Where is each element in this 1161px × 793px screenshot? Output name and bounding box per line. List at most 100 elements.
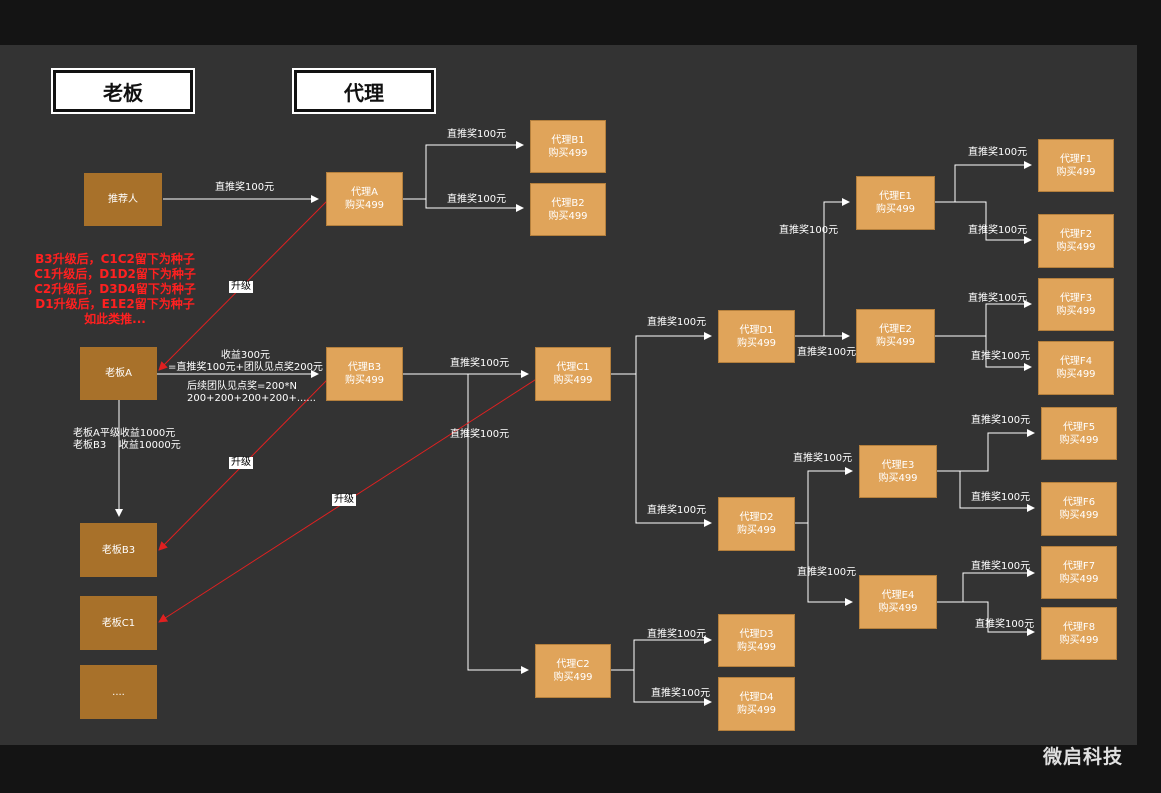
upgrade-note-4: D1升级后，E1E2留下为种子 [35, 297, 195, 311]
edge-label-B3-C1: 直推奖100元 [450, 358, 510, 369]
node-agent-C1: 代理C1 购买499 [535, 347, 611, 401]
node-agent-A-name: 代理A [351, 187, 378, 198]
header-boss: 老板 [51, 68, 195, 114]
node-boss-B3-label: 老板B3 [101, 544, 136, 556]
node-agent-D2-price: 购买499 [736, 525, 777, 536]
edge-label-agentA-B2: 直推奖100元 [447, 194, 507, 205]
node-agent-D1: 代理D1 购买499 [718, 310, 795, 363]
node-agent-F8-price: 购买499 [1059, 634, 1099, 646]
node-agent-E3-name: 代理E3 [881, 459, 915, 471]
edge-label-C1-D2: 直推奖100元 [647, 505, 707, 516]
node-agent-F2-price: 购买499 [1056, 242, 1096, 253]
node-agent-F2-name: 代理F2 [1059, 229, 1093, 240]
node-boss-C1-label: 老板C1 [101, 617, 136, 629]
node-agent-F1-price: 购买499 [1056, 166, 1096, 178]
node-agent-F8: 代理F8 购买499 [1041, 607, 1117, 660]
node-agent-D4-price: 购买499 [736, 705, 777, 716]
node-agent-F3-price: 购买499 [1056, 305, 1096, 317]
edge-label-B3-C2: 直推奖100元 [450, 429, 510, 440]
node-agent-D3-name: 代理D3 [739, 628, 774, 640]
node-agent-F7: 代理F7 购买499 [1041, 546, 1117, 599]
node-agent-F4-name: 代理F4 [1059, 356, 1093, 367]
node-agent-F6: 代理F6 购买499 [1041, 482, 1117, 536]
node-agent-F6-price: 购买499 [1059, 510, 1099, 521]
node-boss-C1: 老板C1 [80, 596, 157, 650]
node-agent-B2: 代理B2 购买499 [530, 183, 606, 236]
node-agent-C2: 代理C2 购买499 [535, 644, 611, 698]
node-agent-D2: 代理D2 购买499 [718, 497, 795, 551]
header-agent: 代理 [292, 68, 436, 114]
node-agent-F5: 代理F5 购买499 [1041, 407, 1117, 460]
edge-label-E1-F1: 直推奖100元 [968, 147, 1028, 158]
edge-label-E3-F5: 直推奖100元 [971, 415, 1031, 426]
node-agent-F5-price: 购买499 [1059, 434, 1099, 446]
node-agent-E1-name: 代理E1 [879, 191, 912, 202]
edge-label-E4-F8: 直推奖100元 [975, 619, 1035, 630]
node-agent-F1-name: 代理F1 [1059, 153, 1093, 165]
node-agent-E4: 代理E4 购买499 [859, 575, 937, 629]
node-agent-F4: 代理F4 购买499 [1038, 341, 1114, 395]
edge-label-E2-F4: 直推奖100元 [971, 351, 1031, 362]
node-agent-D4-name: 代理D4 [739, 692, 774, 703]
upgrade-notes: B3升级后，C1C2留下为种子 C1升级后，D1D2留下为种子 C2升级后，D3… [10, 252, 220, 327]
node-agent-F1: 代理F1 购买499 [1038, 139, 1114, 192]
edge-label-E3-F6: 直推奖100元 [971, 492, 1031, 503]
node-agent-F5-name: 代理F5 [1062, 421, 1096, 433]
boss-income-label: 老板A平级收益1000元 老板B3 收益10000元 [73, 428, 181, 451]
income-label: 收益300元 =直推奖100元+团队见点奖200元 [168, 350, 323, 373]
node-agent-E3-price: 购买499 [878, 472, 918, 484]
team-bonus-label: 后续团队见点奖=200*N 200+200+200+200+...... [187, 381, 316, 404]
node-boss-A: 老板A [80, 347, 157, 400]
node-agent-B1-name: 代理B1 [551, 134, 585, 146]
node-agent-C2-price: 购买499 [553, 672, 593, 683]
node-agent-E1-price: 购买499 [875, 204, 916, 215]
node-agent-C1-price: 购买499 [553, 375, 593, 386]
edge-label-referrer-agentA: 直推奖100元 [215, 182, 275, 193]
node-agent-B3-price: 购买499 [344, 375, 385, 386]
node-agent-E1: 代理E1 购买499 [856, 176, 935, 230]
node-agent-E2-name: 代理E2 [879, 324, 912, 335]
node-boss-A-label: 老板A [105, 368, 132, 379]
watermark: 微启科技 [1043, 746, 1124, 768]
node-agent-D4: 代理D4 购买499 [718, 677, 795, 731]
node-agent-B3: 代理B3 购买499 [326, 347, 403, 401]
node-boss-more: .... [80, 665, 157, 719]
upgrade-note-3: C2升级后，D3D4留下为种子 [34, 282, 196, 296]
node-agent-E2: 代理E2 购买499 [856, 309, 935, 363]
node-agent-F7-name: 代理F7 [1062, 560, 1096, 572]
node-agent-E3: 代理E3 购买499 [859, 445, 937, 498]
node-agent-A: 代理A 购买499 [326, 172, 403, 226]
upgrade-tag-agentC1: 升级 [332, 494, 356, 506]
edge-label-D2-E3: 直推奖100元 [793, 453, 853, 464]
upgrade-note-5: 如此类推... [84, 312, 146, 326]
edge-label-E1-F2: 直推奖100元 [968, 225, 1028, 236]
node-agent-A-price: 购买499 [344, 200, 385, 211]
node-boss-more-label: .... [112, 686, 125, 698]
edge-label-C2-D4: 直推奖100元 [651, 688, 711, 699]
node-agent-E4-name: 代理E4 [881, 590, 915, 601]
upgrade-note-2: C1升级后，D1D2留下为种子 [34, 267, 196, 281]
edge-label-D1-E1: 直推奖100元 [779, 225, 839, 236]
node-agent-F4-price: 购买499 [1056, 369, 1096, 380]
node-agent-B3-name: 代理B3 [347, 362, 382, 373]
upgrade-tag-agentA: 升级 [229, 281, 253, 293]
node-agent-B1: 代理B1 购买499 [530, 120, 606, 173]
node-agent-B2-price: 购买499 [548, 210, 588, 222]
node-referrer-label: 推荐人 [108, 194, 138, 205]
node-agent-F7-price: 购买499 [1059, 573, 1099, 585]
node-agent-B2-name: 代理B2 [551, 197, 585, 209]
node-agent-D3-price: 购买499 [736, 641, 777, 653]
node-agent-D2-name: 代理D2 [739, 512, 774, 523]
node-agent-E2-price: 购买499 [875, 337, 916, 348]
node-referrer: 推荐人 [84, 173, 162, 226]
node-boss-B3: 老板B3 [80, 523, 157, 577]
edge-label-agentA-B1: 直推奖100元 [447, 129, 507, 140]
edge-label-D2-E4: 直推奖100元 [797, 567, 857, 578]
edge-label-C1-D1: 直推奖100元 [647, 317, 707, 328]
node-agent-C1-name: 代理C1 [556, 362, 590, 373]
node-agent-D3: 代理D3 购买499 [718, 614, 795, 667]
node-agent-F2: 代理F2 购买499 [1038, 214, 1114, 268]
node-agent-F8-name: 代理F8 [1062, 621, 1096, 633]
edge-label-E2-F3: 直推奖100元 [968, 293, 1028, 304]
node-agent-B1-price: 购买499 [548, 147, 588, 159]
